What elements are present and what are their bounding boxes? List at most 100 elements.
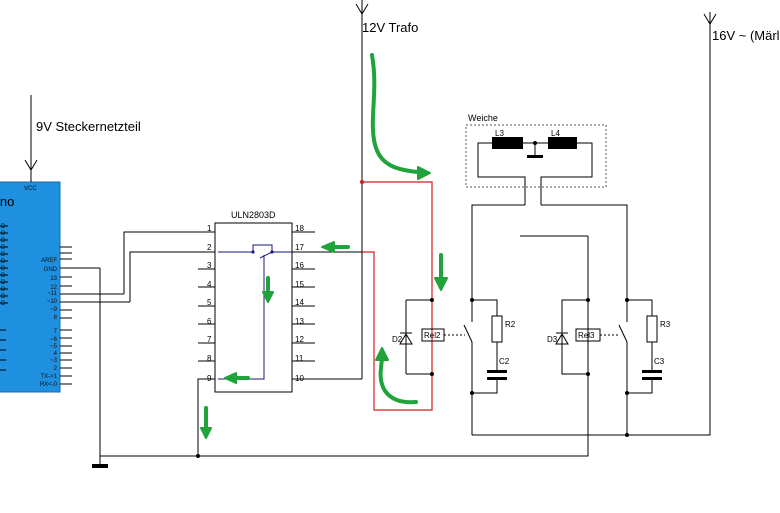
diode-d2 (399, 333, 413, 345)
svg-text:D: D (1, 287, 6, 293)
pin-7: 7 (54, 329, 58, 335)
svg-text:16: 16 (295, 261, 304, 270)
weiche-label: Weiche (468, 113, 498, 123)
arduino-right-pins: AREF GND 13 12 ~11 ~10 ~9 8 7 ~6 ~5 4 ~3… (40, 246, 130, 388)
diode-d3 (555, 333, 569, 345)
svg-text:14: 14 (295, 298, 304, 307)
svg-text:D: D (1, 231, 6, 237)
svg-text:3: 3 (207, 261, 212, 270)
green-arrowhead-trafo (417, 166, 431, 180)
svg-text:D: D (1, 238, 6, 244)
resistor-r2-label: R2 (505, 320, 516, 329)
svg-text:5: 5 (207, 298, 212, 307)
label-16v-maerklin: 16V ~ (Märl (712, 28, 780, 43)
capacitor-c2-label: C2 (499, 357, 510, 366)
svg-text:10: 10 (295, 374, 304, 383)
relay-rel3-label: Rel3 (578, 331, 595, 340)
capacitor-c2 (487, 370, 507, 373)
weiche-right-wire (540, 142, 593, 205)
green-path-return-up (378, 356, 418, 405)
pin-11: ~11 (47, 291, 57, 297)
svg-text:7: 7 (207, 335, 212, 344)
svg-text:17: 17 (295, 243, 304, 252)
green-arrowhead-ground-down (200, 427, 212, 439)
resistor-r3-label: R3 (660, 320, 671, 329)
arduino-label: ino (0, 194, 14, 209)
diode-d3-label: D3 (547, 335, 558, 344)
pin-13: 13 (50, 276, 57, 282)
svg-text:D: D (1, 273, 6, 279)
svg-text:8: 8 (207, 354, 212, 363)
pin-5: ~5 (50, 344, 58, 350)
arduino-vcc-label: VCC (24, 186, 37, 192)
coil-l3 (492, 137, 523, 149)
svg-text:D: D (1, 266, 6, 272)
pin-aref: AREF (41, 258, 57, 264)
svg-text:15: 15 (295, 280, 304, 289)
uln-body (214, 222, 293, 393)
arduino-left-pins: D D D D D D D D D D D D (0, 224, 8, 371)
weiche-common-terminal (527, 155, 543, 158)
pin-1: TX->1 (40, 374, 57, 380)
svg-text:12: 12 (295, 335, 304, 344)
svg-text:D: D (1, 252, 6, 258)
wire-weiche-rel2 (471, 204, 525, 300)
coil-l4-label: L4 (551, 129, 560, 138)
resistor-r2 (491, 315, 503, 343)
label-12v-trafo: 12V Trafo (362, 20, 418, 35)
weiche-turnout: Weiche L3 L4 (465, 113, 607, 205)
arduino-body (0, 181, 61, 393)
svg-text:D: D (1, 259, 6, 265)
capacitor-c3 (642, 370, 662, 373)
svg-text:D: D (1, 280, 6, 286)
rel2-switch (463, 324, 473, 343)
svg-text:D: D (1, 224, 6, 230)
label-9v-steckernetzteil: 9V Steckernetzteil (36, 119, 141, 134)
green-arrowhead-pin17 (321, 241, 335, 253)
svg-text:2: 2 (207, 243, 212, 252)
pin-3: ~3 (50, 358, 58, 364)
svg-text:6: 6 (207, 317, 212, 326)
wire-arduino-uln-pin1 (123, 231, 215, 294)
relay-rel2-label: Rel2 (424, 331, 441, 340)
junction-gnd-1 (196, 454, 200, 458)
svg-text:13: 13 (295, 317, 304, 326)
pin-2: 2 (54, 366, 58, 372)
uln-label: ULN2803D (231, 210, 276, 220)
green-arrowhead-coil-down (434, 277, 448, 291)
green-arrowhead-return-up (375, 347, 389, 361)
svg-text:D: D (1, 294, 6, 300)
resistor-r3 (646, 315, 658, 343)
coil-l4 (548, 137, 577, 149)
relay2-red-loop (362, 181, 433, 411)
green-arrowhead-internal-down (262, 291, 274, 303)
capacitor-c3-label: C3 (654, 357, 665, 366)
svg-text:4: 4 (207, 280, 212, 289)
svg-text:11: 11 (295, 354, 304, 363)
pin-10: ~10 (47, 299, 58, 305)
relay-3-circuit: D3 Rel3 R3 C3 (520, 235, 671, 437)
pin-4: 4 (54, 351, 58, 357)
pin-8: 8 (54, 315, 58, 321)
coil-l3-label: L3 (495, 129, 504, 138)
svg-text:D: D (1, 301, 6, 307)
arduino-board: ino VCC D D D D D D D D D D D D AREF GND (0, 170, 130, 393)
svg-text:9: 9 (207, 374, 212, 383)
wire-arduino-uln-pin2 (129, 251, 215, 302)
maerklin-16v-arrow (703, 13, 717, 25)
pin-9: ~9 (50, 307, 58, 313)
svg-text:18: 18 (295, 224, 304, 233)
uln2803d-chip: ULN2803D 1 2 3 4 5 6 7 8 9 18 17 16 15 1… (198, 210, 372, 393)
ground-bus (99, 268, 589, 457)
pin-0: RX<-0 (40, 382, 58, 388)
ground-symbol (92, 464, 108, 468)
wire-weiche-rel3 (541, 204, 628, 300)
pin-gnd: GND (44, 267, 58, 273)
svg-text:1: 1 (207, 224, 212, 233)
maerklin-16v-wire (472, 12, 711, 436)
green-path-trafo (370, 53, 420, 174)
uln-right-pins: 18 17 16 15 14 13 12 11 10 (292, 224, 372, 383)
supply-9v-arrow (24, 159, 38, 171)
pin-6: ~6 (50, 337, 58, 343)
